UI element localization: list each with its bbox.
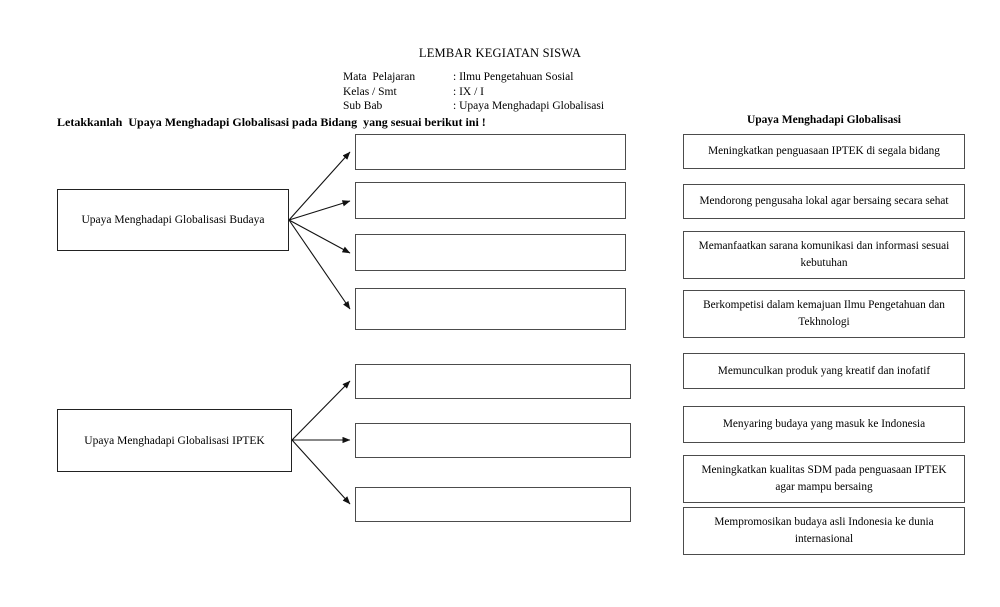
meta-row: Kelas / Smt : IX / I — [343, 85, 604, 100]
arrow-budaya-4 — [288, 219, 351, 310]
answer-box-budaya-1[interactable] — [355, 134, 626, 170]
source-box-iptek: Upaya Menghadapi Globalisasi IPTEK — [57, 409, 292, 472]
document-meta: Mata Pelajaran : Ilmu Pengetahuan Sosial… — [343, 70, 604, 114]
pool-card-2[interactable]: Mendorong pengusaha lokal agar bersaing … — [683, 184, 965, 219]
pool-card-8[interactable]: Mempromosikan budaya asli Indonesia ke d… — [683, 507, 965, 555]
meta-value: : Ilmu Pengetahuan Sosial — [453, 71, 574, 83]
meta-label: Kelas / Smt — [343, 85, 397, 98]
pool-card-1[interactable]: Meningkatkan penguasaan IPTEK di segala … — [683, 134, 965, 169]
meta-row: Sub Bab : Upaya Menghadapi Globalisasi — [343, 99, 604, 114]
source-box-label: Upaya Menghadapi Globalisasi IPTEK — [84, 434, 265, 447]
pool-card-3[interactable]: Memanfaatkan sarana komunikasi dan infor… — [683, 231, 965, 279]
source-box-label: Upaya Menghadapi Globalisasi Budaya — [81, 214, 265, 226]
pool-card-7[interactable]: Meningkatkan kualitas SDM pada penguasaa… — [683, 455, 965, 503]
source-box-budaya: Upaya Menghadapi Globalisasi Budaya — [57, 189, 289, 251]
pool-title: Upaya Menghadapi Globalisasi — [746, 114, 901, 126]
arrow-iptek-1 — [291, 380, 351, 441]
arrow-budaya-2 — [288, 200, 351, 221]
meta-value: : IX / I — [453, 85, 484, 98]
meta-label: Sub Bab — [343, 100, 383, 113]
answer-box-budaya-3[interactable] — [355, 234, 626, 271]
meta-value: : Upaya Menghadapi Globalisasi — [453, 100, 605, 113]
meta-row: Mata Pelajaran : Ilmu Pengetahuan Sosial — [343, 70, 604, 85]
answer-box-iptek-3[interactable] — [355, 487, 631, 522]
document-title: LEMBAR KEGIATAN SISWA — [418, 46, 582, 60]
answer-box-iptek-1[interactable] — [355, 364, 631, 399]
arrow-budaya-3 — [288, 219, 351, 254]
pool-card-5[interactable]: Memunculkan produk yang kreatif dan inof… — [683, 353, 965, 389]
answer-box-iptek-2[interactable] — [355, 423, 631, 458]
answer-box-budaya-2[interactable] — [355, 182, 626, 219]
pool-card-6[interactable]: Menyaring budaya yang masuk ke Indonesia — [683, 406, 965, 443]
arrow-iptek-3 — [291, 439, 351, 505]
answer-box-budaya-4[interactable] — [355, 288, 626, 330]
arrow-budaya-1 — [288, 151, 351, 221]
meta-label: Mata Pelajaran — [343, 71, 416, 83]
instruction-text: Letakkanlah Upaya Menghadapi Globalisasi… — [57, 115, 486, 129]
pool-card-4[interactable]: Berkompetisi dalam kemajuan Ilmu Pengeta… — [683, 290, 965, 338]
